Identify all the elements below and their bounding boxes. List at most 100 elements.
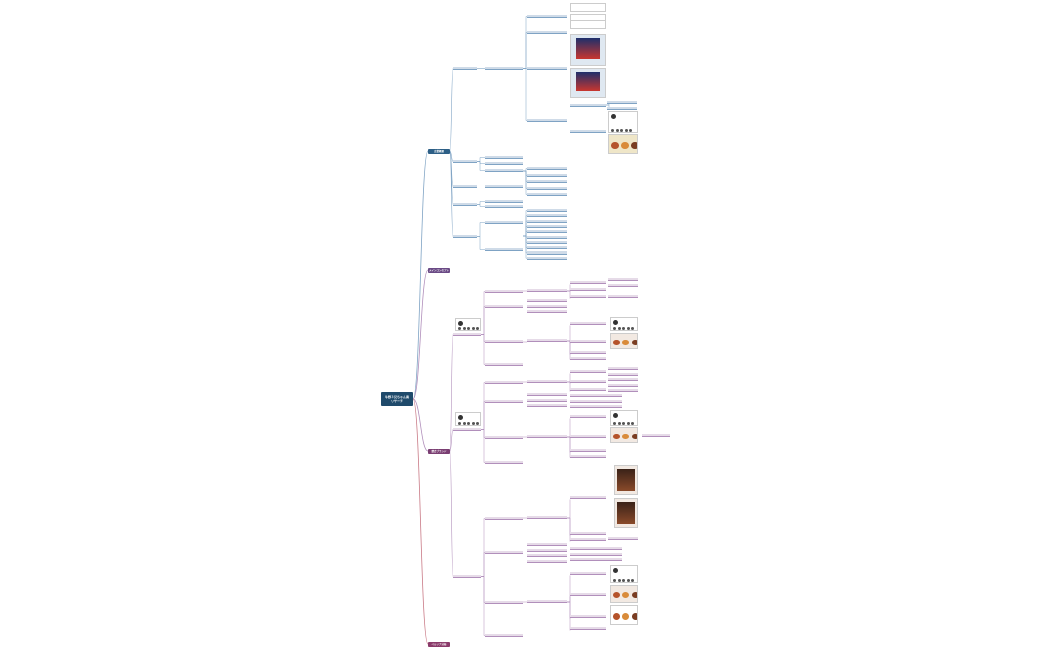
topic-node[interactable] [608, 383, 638, 387]
topic-node[interactable] [485, 436, 523, 440]
topic-node[interactable] [608, 389, 638, 393]
topic-node[interactable] [453, 67, 477, 71]
topic-node[interactable] [570, 538, 606, 542]
topic-node[interactable] [527, 404, 567, 408]
topic-node[interactable] [527, 119, 567, 123]
branch-competitor-brands[interactable]: 競合ブランド [428, 449, 450, 454]
topic-node[interactable] [570, 454, 606, 458]
topic-node[interactable] [485, 67, 523, 71]
topic-node[interactable] [527, 256, 567, 260]
topic-node[interactable] [608, 278, 638, 282]
topic-node[interactable] [608, 367, 638, 371]
topic-node[interactable] [485, 248, 523, 252]
topic-node[interactable] [453, 333, 481, 337]
topic-node[interactable] [485, 517, 523, 521]
topic-node[interactable] [485, 169, 523, 173]
topic-node[interactable] [570, 496, 606, 500]
topic-node[interactable] [485, 340, 523, 344]
topic-node[interactable] [527, 167, 567, 171]
topic-node[interactable] [607, 101, 637, 105]
topic-node[interactable] [570, 449, 606, 453]
topic-node[interactable] [527, 15, 567, 19]
topic-node[interactable] [570, 552, 622, 556]
topic-node[interactable] [453, 203, 477, 207]
topic-node[interactable] [485, 601, 523, 605]
topic-node[interactable] [527, 240, 567, 244]
topic-node[interactable] [485, 305, 523, 309]
topic-node[interactable] [527, 543, 567, 547]
topic-node[interactable] [570, 322, 606, 326]
topic-node[interactable] [570, 399, 622, 403]
topic-node[interactable] [527, 398, 567, 402]
topic-node[interactable] [527, 174, 567, 178]
topic-node[interactable] [570, 558, 622, 562]
topic-node[interactable] [485, 551, 523, 555]
topic-node[interactable] [570, 572, 606, 576]
topic-node[interactable] [570, 351, 606, 355]
topic-node[interactable] [527, 235, 567, 239]
topic-node[interactable] [570, 104, 606, 108]
topic-node[interactable] [527, 516, 567, 520]
topic-node[interactable] [570, 288, 606, 292]
topic-node[interactable] [570, 295, 606, 299]
topic-node[interactable] [570, 356, 606, 360]
topic-node[interactable] [527, 380, 567, 384]
topic-node[interactable] [485, 205, 523, 209]
topic-node[interactable] [527, 193, 567, 197]
topic-node[interactable] [527, 219, 567, 223]
topic-node[interactable] [527, 31, 567, 35]
topic-node[interactable] [527, 600, 567, 604]
topic-node[interactable] [527, 214, 567, 218]
topic-node[interactable] [527, 251, 567, 255]
topic-node[interactable] [570, 281, 606, 285]
topic-node[interactable] [570, 435, 606, 439]
topic-node[interactable] [453, 428, 481, 432]
topic-node[interactable] [453, 185, 477, 189]
topic-node[interactable] [607, 107, 637, 111]
topic-node[interactable] [485, 381, 523, 385]
topic-node[interactable] [570, 615, 606, 619]
topic-node[interactable] [570, 388, 606, 392]
topic-node[interactable] [527, 299, 567, 303]
topic-node[interactable] [608, 537, 638, 541]
topic-node[interactable] [527, 209, 567, 213]
topic-node[interactable] [527, 230, 567, 234]
topic-node[interactable] [527, 339, 567, 343]
topic-node[interactable] [570, 532, 606, 536]
topic-node[interactable] [485, 162, 523, 166]
topic-node[interactable] [608, 378, 638, 382]
topic-node[interactable] [527, 289, 567, 293]
topic-node[interactable] [570, 340, 606, 344]
topic-node[interactable] [608, 372, 638, 376]
branch-main-concept[interactable]: メインコンセプト [428, 268, 450, 273]
topic-node[interactable] [570, 627, 606, 631]
topic-node[interactable] [453, 235, 477, 239]
topic-node[interactable] [527, 554, 567, 558]
topic-node[interactable] [485, 461, 523, 465]
topic-node[interactable] [527, 304, 567, 308]
topic-node[interactable] [527, 435, 567, 439]
topic-node[interactable] [453, 575, 481, 579]
topic-node[interactable] [527, 180, 567, 184]
topic-node[interactable] [527, 67, 567, 71]
topic-node[interactable] [527, 246, 567, 250]
topic-node[interactable] [485, 156, 523, 160]
topic-node[interactable] [485, 634, 523, 638]
topic-node[interactable] [570, 130, 606, 134]
topic-node[interactable] [527, 393, 567, 397]
topic-node[interactable] [527, 187, 567, 191]
topic-node[interactable] [570, 593, 606, 597]
topic-node[interactable] [570, 405, 622, 409]
topic-node[interactable] [485, 221, 523, 225]
topic-node[interactable] [527, 224, 567, 229]
topic-node[interactable] [485, 185, 523, 189]
topic-node[interactable] [485, 290, 523, 294]
topic-node[interactable] [570, 547, 622, 551]
topic-node[interactable] [453, 160, 477, 164]
topic-node[interactable] [570, 415, 606, 419]
topic-node[interactable] [485, 363, 523, 367]
topic-node[interactable] [527, 559, 567, 563]
topic-node[interactable] [570, 370, 606, 374]
topic-node[interactable] [570, 394, 622, 398]
topic-node[interactable] [608, 283, 638, 287]
